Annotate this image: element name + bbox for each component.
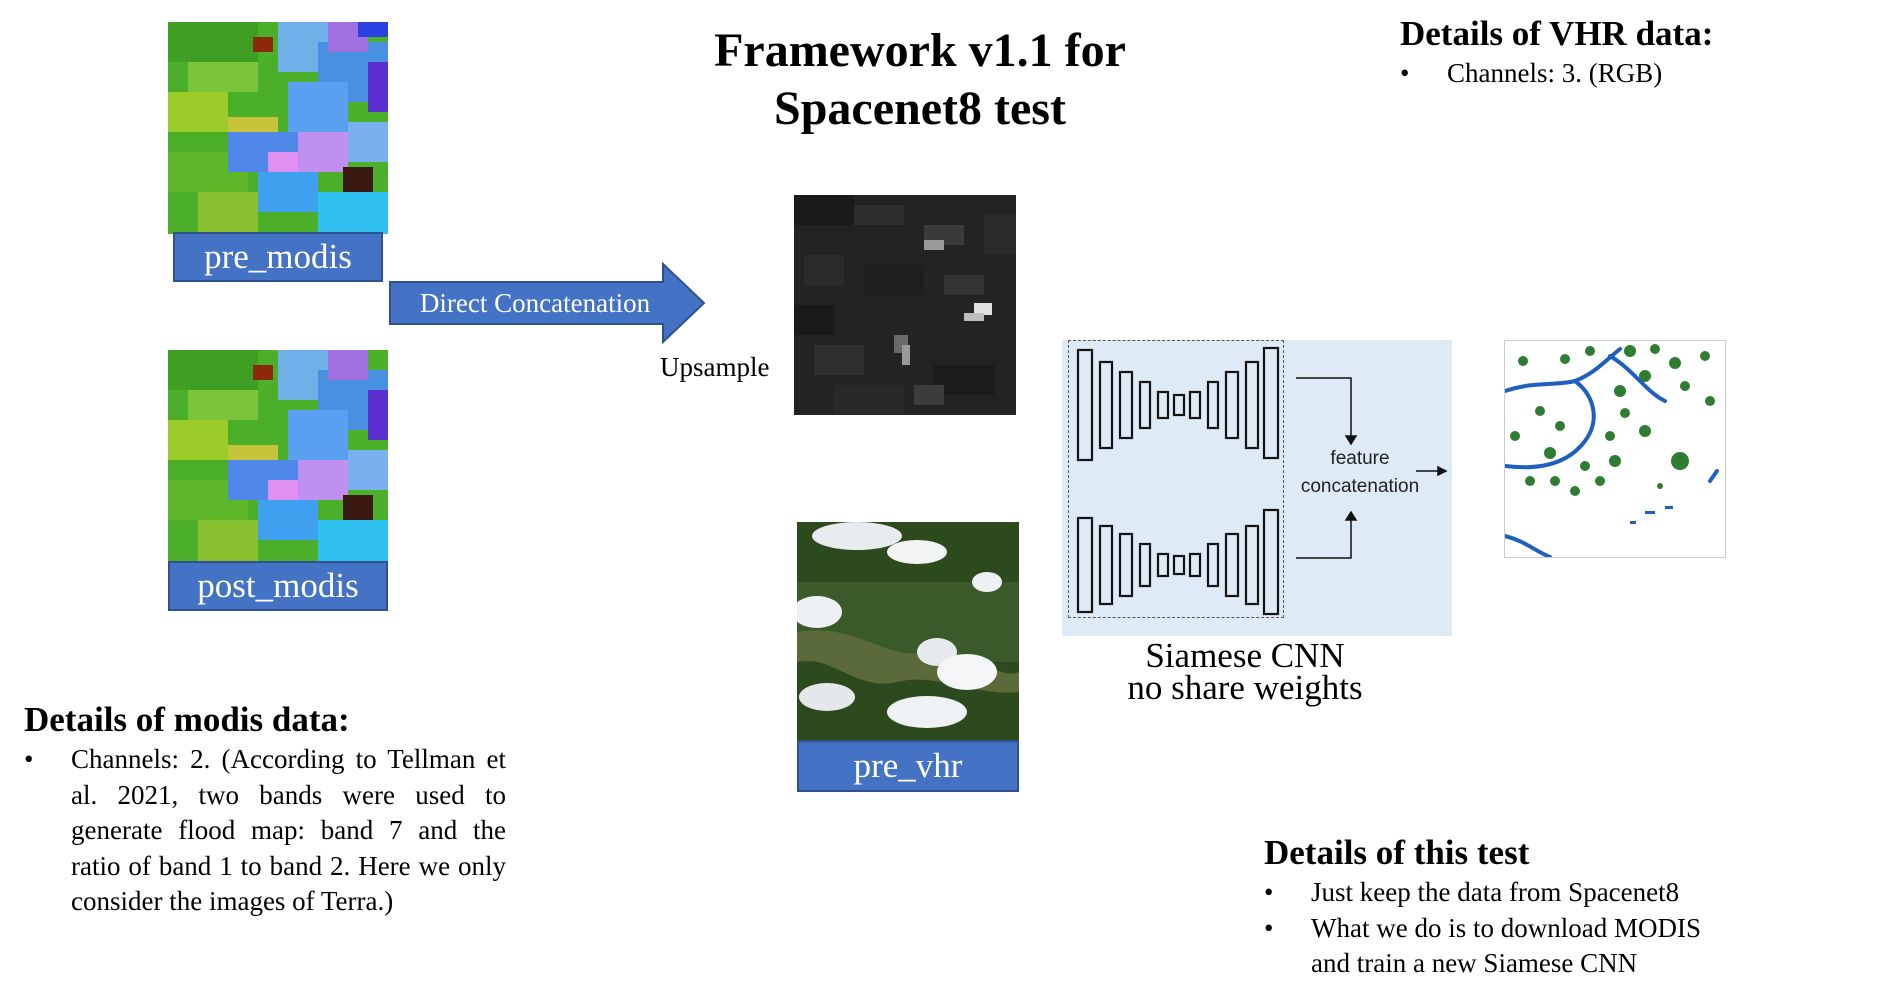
test-details-item-1: Just keep the data from Spacenet8	[1264, 875, 1744, 911]
upsampled-modis-image	[794, 195, 1016, 415]
modis-details-heading: Details of modis data:	[24, 700, 350, 739]
feature-label-line-2: concatenation	[1300, 476, 1420, 497]
test-details-heading: Details of this test	[1264, 833, 1530, 872]
water-specks	[1630, 506, 1673, 524]
modis-details: Details of modis data: Channels: 2. (Acc…	[24, 700, 506, 920]
vhr-details-heading: Details of VHR data:	[1400, 14, 1714, 53]
siamese-cnn-caption-line-2: no share weights	[1127, 668, 1363, 707]
output-flood-map	[1504, 340, 1726, 558]
lower-encoder-decoder	[1076, 508, 1280, 616]
upper-encoder-decoder	[1076, 346, 1280, 462]
pre-vhr-image	[797, 522, 1019, 740]
test-details: Details of this test Just keep the data …	[1264, 833, 1784, 982]
post-modis-image	[168, 350, 388, 562]
title-line-1: Framework v1.1 for	[714, 24, 1126, 77]
diagram-title: Framework v1.1 for Spacenet8 test	[640, 22, 1200, 138]
roads	[1505, 347, 1719, 557]
siamese-cnn-branches	[1068, 340, 1284, 618]
upsample-label: Upsample	[660, 352, 770, 382]
pre-modis-image	[168, 22, 388, 234]
pre-vhr-label: pre_vhr	[797, 740, 1019, 792]
post-modis-label: post_modis	[168, 561, 388, 611]
modis-details-item: Channels: 2. (According to Tellman et al…	[24, 742, 506, 920]
test-details-item-2: What we do is to download MODIS and trai…	[1264, 911, 1744, 982]
buildings	[1510, 344, 1715, 496]
siamese-cnn-caption-line-1: Siamese CNN	[1145, 636, 1345, 675]
test-details-list: Just keep the data from Spacenet8 What w…	[1264, 875, 1744, 982]
direct-concatenation-arrow	[389, 262, 706, 344]
output-map-drawing	[1505, 341, 1725, 557]
siamese-cnn-diagram	[1076, 346, 1448, 616]
vhr-details: Details of VHR data: Channels: 3. (RGB)	[1400, 14, 1870, 92]
feature-concatenation-label: feature concatenation	[1280, 445, 1440, 501]
direct-concatenation-label: Direct Concatenation	[419, 288, 651, 318]
siamese-cnn-caption: Siamese CNN no share weights	[1080, 636, 1410, 707]
post-modis-mosaic	[168, 350, 388, 562]
modis-details-list: Channels: 2. (According to Tellman et al…	[24, 742, 506, 920]
pre-modis-mosaic	[168, 22, 388, 234]
vhr-details-item: Channels: 3. (RGB)	[1400, 56, 1870, 92]
pre-modis-label: pre_modis	[173, 232, 383, 282]
pre-vhr-satellite	[797, 522, 1019, 740]
upsampled-mosaic	[794, 195, 1016, 415]
title-line-2: Spacenet8 test	[774, 82, 1066, 135]
feature-arrows	[1296, 377, 1448, 559]
vhr-details-list: Channels: 3. (RGB)	[1400, 56, 1870, 92]
feature-label-line-1: feature	[1330, 448, 1390, 469]
